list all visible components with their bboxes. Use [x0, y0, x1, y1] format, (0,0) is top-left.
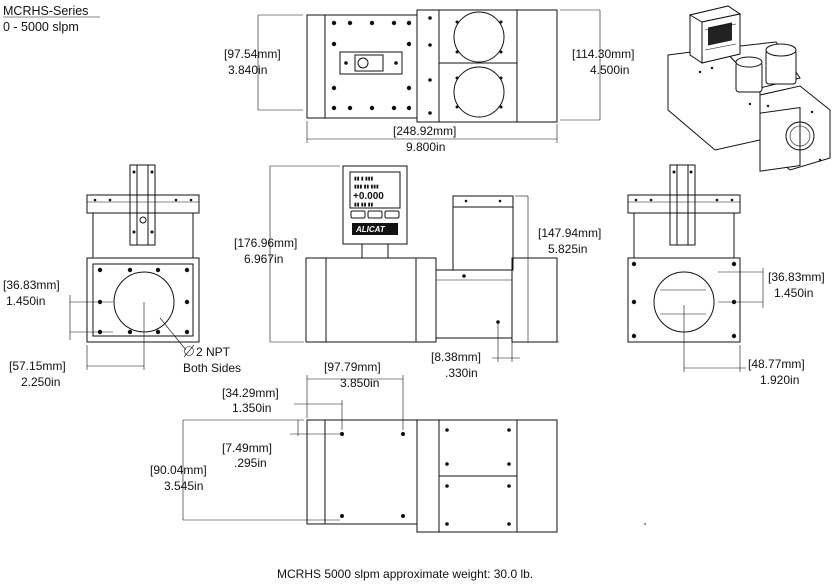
- top-height2-in: 4.500in: [590, 63, 629, 77]
- iso-port: [785, 121, 815, 151]
- front-height2-mm: [147.94mm]: [538, 226, 601, 240]
- left-width-mm: [57.15mm]: [9, 359, 66, 373]
- series-title: MCRHS-Series: [3, 4, 88, 18]
- bottom-width1-in: 3.850in: [340, 376, 379, 390]
- svg-text:▮▮ ▮▮ ▮▮: ▮▮ ▮▮ ▮▮: [354, 202, 374, 208]
- flow-range: 0 - 5000 slpm: [3, 20, 79, 34]
- right-port-in: 1.450in: [774, 286, 813, 300]
- top-height-mm: [97.54mm]: [224, 47, 281, 61]
- top-bolts: [331, 20, 412, 111]
- front-view: ▮▮ ▮ ▮▮▮ ▮▮▮ ▮▮ ▮▮▮ +0.000 ▮▮ ▮▮ ▮▮ ALIC…: [269, 165, 559, 362]
- top-flange: [324, 14, 418, 119]
- top-left-block: [306, 14, 418, 119]
- valve-bolts: [428, 16, 503, 115]
- front-right-body: [511, 257, 558, 343]
- brand-logo: [352, 223, 398, 235]
- isometric-view: [667, 5, 831, 172]
- right-width-mm: [48.77mm]: [748, 357, 805, 371]
- top-height2-mm: [114.30mm]: [572, 47, 634, 61]
- bottom-offset-mm: [7.49mm]: [222, 441, 272, 455]
- bottom-offset-in: .295in: [234, 456, 267, 470]
- left-body: [86, 257, 200, 343]
- top-height-in: 3.840in: [228, 63, 267, 77]
- bottom-width2-in: 1.350in: [232, 401, 271, 415]
- npt-size: 2 NPT: [196, 345, 231, 359]
- left-port-mm: [36.83mm]: [3, 278, 60, 292]
- front-height-mm: [176.96mm]: [234, 236, 297, 250]
- bottom-height-in: 3.545in: [164, 479, 203, 493]
- meter-reading: +0.000: [353, 191, 384, 202]
- svg-text:▮▮ ▮ ▮▮▮: ▮▮ ▮ ▮▮▮: [354, 176, 374, 182]
- right-width-in: 1.920in: [760, 373, 799, 387]
- bottom-view: [182, 375, 646, 533]
- connector-icon: [357, 57, 369, 69]
- front-valve: [452, 206, 514, 271]
- diameter-icon: [183, 344, 195, 358]
- connector-housing: [354, 54, 384, 72]
- left-side-view: [69, 164, 200, 370]
- left-port-in: 1.450in: [6, 294, 45, 308]
- bottom-left-block: [306, 419, 418, 525]
- front-height-in: 6.967in: [244, 252, 283, 266]
- top-width-mm: [248.92mm]: [393, 124, 456, 138]
- bottom-width2-mm: [34.29mm]: [222, 386, 279, 400]
- valve-cap-1: [453, 11, 505, 63]
- left-width-in: 2.250in: [21, 375, 60, 389]
- connector-plate: [339, 51, 403, 75]
- meter-display: [349, 171, 401, 209]
- front-offset-mm: [8.38mm]: [431, 350, 481, 364]
- weight-note: MCRHS 5000 slpm approximate weight: 30.0…: [277, 567, 533, 581]
- left-top-flange: [86, 194, 200, 214]
- valve-cap-2: [453, 66, 505, 118]
- svg-text:▮▮▮ ▮▮ ▮▮▮: ▮▮▮ ▮▮ ▮▮▮: [354, 184, 379, 190]
- front-offset-in: .330in: [445, 366, 478, 380]
- brand-logo-text: ALICAT: [355, 225, 386, 234]
- top-valve-body: [416, 9, 558, 123]
- bottom-width1-mm: [97.79mm]: [324, 360, 381, 374]
- right-side-view: [627, 164, 764, 372]
- top-view: [257, 9, 601, 143]
- top-width-in: 9.800in: [406, 140, 445, 154]
- npt-note: Both Sides: [183, 361, 241, 375]
- bottom-height-mm: [90.04mm]: [150, 463, 207, 477]
- right-port-mm: [36.83mm]: [768, 270, 825, 284]
- front-height2-in: 5.825in: [548, 242, 587, 256]
